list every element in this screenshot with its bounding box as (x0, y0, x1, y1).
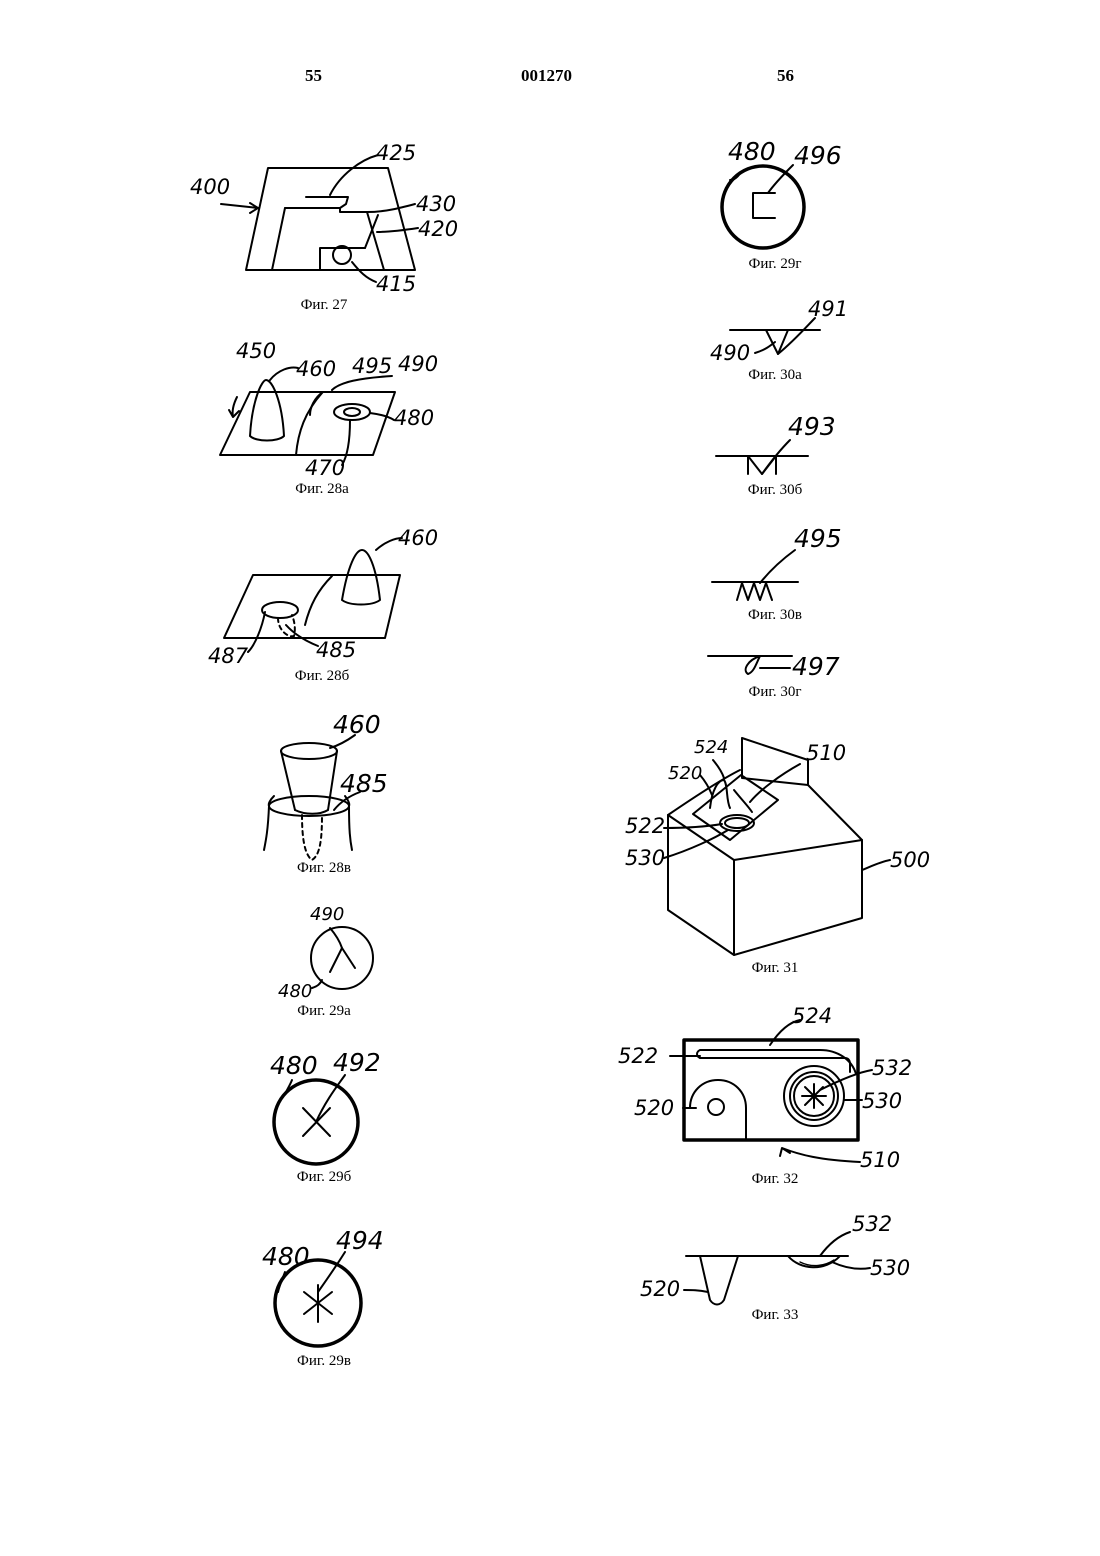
ref-label: 490 (710, 343, 750, 364)
ref-label: 496 (794, 143, 842, 168)
ref-label: 480 (394, 408, 434, 429)
fig-33-drawing (684, 1232, 870, 1305)
fig-32-drawing (670, 1020, 872, 1162)
ref-label: 460 (296, 359, 336, 380)
ref-label: 495 (794, 526, 842, 551)
ref-label: 497 (792, 654, 840, 679)
figure-caption: Фиг. 32 (705, 1171, 845, 1188)
figure-caption: Фиг. 30г (705, 684, 845, 701)
fig-30b-drawing (716, 440, 808, 474)
fig-30d-drawing (708, 656, 792, 674)
figure-caption: Фиг. 30в (705, 607, 845, 624)
figure-caption: Фиг. 28в (254, 860, 394, 877)
figure-caption: Фиг. 29б (254, 1169, 394, 1186)
ref-label: 520 (640, 1279, 680, 1300)
figure-caption: Фиг. 33 (705, 1307, 845, 1324)
figure-caption: Фиг. 30а (705, 367, 845, 384)
ref-label: 532 (852, 1214, 892, 1235)
fig-29b-drawing (274, 1075, 358, 1164)
ref-label: 485 (340, 771, 388, 796)
fig-29d-drawing (722, 165, 804, 248)
ref-label: 520 (668, 765, 702, 783)
ref-label: 494 (336, 1228, 384, 1253)
ref-label: 491 (808, 299, 848, 320)
ref-label: 480 (262, 1244, 310, 1269)
ref-label: 450 (236, 341, 276, 362)
ref-label: 532 (872, 1058, 912, 1079)
figure-caption: Фиг. 30б (705, 482, 845, 499)
ref-label: 430 (416, 194, 456, 215)
ref-label: 530 (862, 1091, 902, 1112)
ref-label: 522 (618, 1046, 658, 1067)
ref-label: 470 (305, 458, 345, 479)
ref-label: 524 (694, 739, 728, 757)
ref-label: 485 (316, 640, 356, 661)
ref-label: 500 (890, 850, 930, 871)
ref-label: 490 (310, 906, 344, 924)
fig-30c-drawing (712, 550, 798, 600)
ref-label: 400 (190, 177, 230, 198)
ref-label: 490 (398, 354, 438, 375)
ref-label: 487 (208, 646, 248, 667)
ref-label: 420 (418, 219, 458, 240)
ref-label: 520 (634, 1098, 674, 1119)
ref-label: 492 (333, 1050, 381, 1075)
ref-label: 530 (870, 1258, 910, 1279)
figure-caption: Фиг. 28б (252, 668, 392, 685)
fig-28b-drawing (224, 538, 402, 652)
figure-caption: Фиг. 27 (254, 297, 394, 314)
ref-label: 480 (270, 1053, 318, 1078)
ref-label: 510 (806, 743, 846, 764)
ref-label: 460 (333, 712, 381, 737)
figure-caption: Фиг. 29г (705, 256, 845, 273)
ref-label: 460 (398, 528, 438, 549)
ref-label: 480 (728, 139, 776, 164)
ref-label: 530 (625, 848, 665, 869)
ref-label: 495 (352, 356, 392, 377)
fig-28a-drawing (220, 368, 395, 466)
ref-label: 425 (376, 143, 416, 164)
fig-29a-drawing (311, 927, 373, 989)
ref-label: 480 (278, 983, 312, 1001)
ref-label: 415 (376, 274, 416, 295)
ref-label: 524 (792, 1006, 832, 1027)
figure-caption: Фиг. 28а (252, 481, 392, 498)
ref-label: 493 (788, 414, 836, 439)
ref-label: 510 (860, 1150, 900, 1171)
figure-caption: Фиг. 29в (254, 1353, 394, 1370)
ref-label: 522 (625, 816, 665, 837)
figure-caption: Фиг. 31 (705, 960, 845, 977)
fig-27-drawing (221, 155, 418, 282)
figure-caption: Фиг. 29а (254, 1003, 394, 1020)
